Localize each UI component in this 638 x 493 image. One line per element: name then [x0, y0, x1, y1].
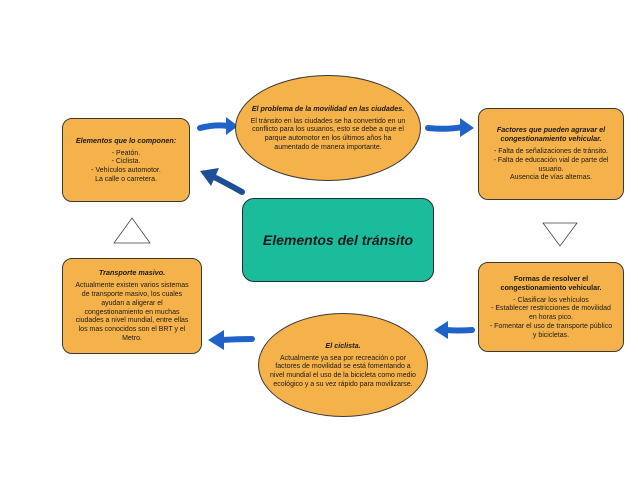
node-elementos-componen[interactable]: Elementos que lo componen: - Peatón. - C…: [62, 118, 190, 202]
node-transporte-line: los mas conocidos son el BRT y el: [78, 326, 186, 334]
central-topic-title: Elementos del tránsito: [262, 232, 414, 248]
node-transporte-title: Transporte masivo.: [98, 268, 166, 278]
node-transporte-line: ayudan a aligerar el: [101, 299, 163, 307]
node-transporte-masivo[interactable]: Transporte masivo. Actualmente existen v…: [62, 258, 202, 354]
node-ciclista-line: nivel mundial el uso de la bicicleta com…: [270, 372, 416, 379]
node-formas-line: y bicicletas.: [532, 331, 570, 339]
triangle-up-marker: [113, 217, 151, 244]
node-elementos-line: La calle o carretera.: [95, 175, 157, 183]
triangle-down-marker: [542, 222, 578, 247]
arrow-center-to-elementos: [200, 168, 245, 195]
node-problema-line: conflicto para los usuarios, esto se deb…: [252, 126, 404, 134]
node-problema-line: parque automotor en los últimos años ha: [264, 135, 392, 142]
node-problema-movilidad[interactable]: El problema de la movilidad en las ciuda…: [235, 75, 421, 181]
node-transporte-line: Metro.: [122, 334, 142, 342]
node-formas-line: - Establecer restricciones de movilidad: [491, 305, 611, 313]
node-formas-line: - Fomentar el uso de transporte público: [489, 322, 613, 330]
node-factores-line: - Falta de señalizaciones de tránsito.: [493, 148, 608, 155]
central-topic[interactable]: Elementos del tránsito: [242, 198, 434, 282]
arrow-elementos-to-problema: [197, 117, 238, 135]
node-factores-line: usuario.: [538, 165, 564, 173]
node-factores-agravar[interactable]: Factores que pueden agravar el congestio…: [478, 108, 624, 200]
node-ciclista-title: El ciclista.: [325, 340, 361, 350]
node-formas-title: congestionamiento vehicular.: [500, 282, 602, 292]
node-transporte-line: de transporte masivo, los cuales: [81, 291, 183, 299]
node-ciclista[interactable]: El ciclista. Actualmente ya sea por recr…: [258, 313, 428, 417]
node-formas-title: Formas de resolver el: [513, 273, 589, 283]
node-problema-line: El tránsito en las ciudades se ha conver…: [250, 117, 406, 125]
node-problema-title: El problema de la movilidad en las ciuda…: [251, 103, 405, 113]
node-elementos-line: - Ciclista.: [111, 158, 141, 166]
node-transporte-line: ciudades a nivel mundial, entre ellas: [75, 317, 189, 325]
arrow-formas-to-ciclista: [434, 321, 475, 339]
node-ciclista-line: ecológico y a su vez rápido para moviliz…: [273, 380, 413, 388]
node-transporte-line: Actualmente existen varios sistemas: [75, 282, 189, 290]
node-elementos-line: - Vehículos automotor.: [91, 167, 161, 174]
node-elementos-line: - Peatón.: [111, 149, 141, 157]
node-transporte-line: congestionamiento en muchas: [84, 308, 180, 316]
node-formas-line: en horas pico.: [529, 314, 573, 322]
node-factores-title: Factores que pueden agravar el: [496, 125, 606, 134]
node-ciclista-line: factores de movilidad se está fomentando…: [275, 363, 411, 371]
node-factores-title: congestionamiento vehicular.: [500, 134, 602, 143]
node-ciclista-line: Actualmente ya sea por recreación o por: [279, 354, 407, 362]
node-factores-line: - Falta de educación vial de parte del: [493, 156, 609, 164]
arrow-ciclista-to-transporte: [208, 330, 255, 350]
node-formas-line: - Clasificar los vehículos: [513, 296, 589, 304]
node-problema-line: aumentado de manera importante.: [274, 143, 382, 151]
node-elementos-title: Elementos que lo componen:: [75, 135, 177, 145]
arrow-problema-to-factores: [425, 118, 474, 137]
node-factores-line: Ausencia de vías alternas.: [509, 174, 593, 182]
node-formas-resolver[interactable]: Formas de resolver el congestionamiento …: [478, 262, 624, 352]
